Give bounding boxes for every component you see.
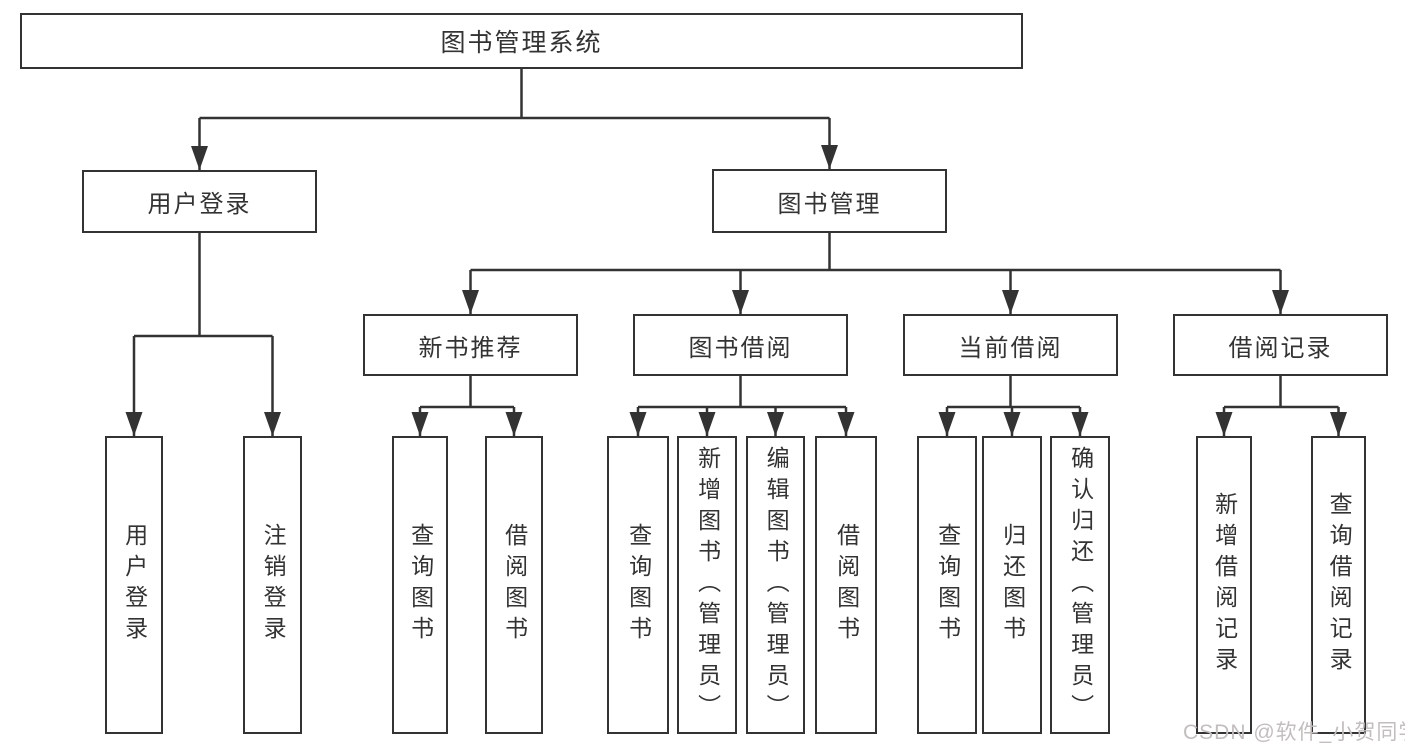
leaf-add-borrow-record-label: 新增借阅记录 bbox=[1211, 492, 1238, 678]
node-current-borrow: 当前借阅 bbox=[903, 314, 1118, 376]
leaf-add-borrow-record: 新增借阅记录 bbox=[1196, 436, 1252, 734]
leaf-confirm-return-admin-label: 确认归还（管理员） bbox=[1067, 445, 1094, 725]
leaf-user-login: 用户登录 bbox=[105, 436, 163, 734]
leaf-query-borrow-record-label: 查询借阅记录 bbox=[1326, 492, 1353, 678]
node-root-label: 图书管理系统 bbox=[440, 29, 603, 57]
leaf-borrow-query-books-label: 查询图书 bbox=[625, 523, 652, 647]
node-book-management: 图书管理 bbox=[712, 169, 947, 233]
leaf-newbooks-borrow-books-label: 借阅图书 bbox=[501, 523, 528, 647]
leaf-newbooks-borrow-books: 借阅图书 bbox=[485, 436, 543, 734]
leaf-query-borrow-record: 查询借阅记录 bbox=[1311, 436, 1366, 734]
leaf-logout-label: 注销登录 bbox=[260, 523, 287, 647]
leaf-return-books: 归还图书 bbox=[982, 436, 1042, 734]
node-book-borrow-label: 图书借阅 bbox=[688, 334, 793, 362]
node-new-book-recommend-label: 新书推荐 bbox=[418, 334, 523, 362]
leaf-newbooks-query-books: 查询图书 bbox=[392, 436, 448, 734]
leaf-add-books-admin-label: 新增图书（管理员） bbox=[694, 445, 721, 725]
node-borrow-records-label: 借阅记录 bbox=[1228, 334, 1333, 362]
node-current-borrow-label: 当前借阅 bbox=[958, 334, 1063, 362]
leaf-current-query-books: 查询图书 bbox=[917, 436, 977, 734]
leaf-current-query-books-label: 查询图书 bbox=[934, 523, 961, 647]
leaf-confirm-return-admin: 确认归还（管理员） bbox=[1050, 436, 1110, 734]
node-user-login: 用户登录 bbox=[82, 170, 317, 233]
leaf-borrow-query-books: 查询图书 bbox=[607, 436, 669, 734]
leaf-edit-books-admin: 编辑图书（管理员） bbox=[746, 436, 805, 734]
leaf-add-books-admin: 新增图书（管理员） bbox=[677, 436, 737, 734]
node-book-borrow: 图书借阅 bbox=[633, 314, 848, 376]
leaf-user-login-label: 用户登录 bbox=[121, 523, 148, 647]
leaf-borrow-borrow-books: 借阅图书 bbox=[815, 436, 877, 734]
leaf-logout: 注销登录 bbox=[243, 436, 302, 734]
leaf-edit-books-admin-label: 编辑图书（管理员） bbox=[763, 445, 790, 725]
leaf-return-books-label: 归还图书 bbox=[999, 523, 1026, 647]
node-user-login-label: 用户登录 bbox=[147, 191, 252, 218]
node-book-management-label: 图书管理 bbox=[777, 190, 882, 218]
node-root: 图书管理系统 bbox=[20, 13, 1023, 69]
leaf-borrow-borrow-books-label: 借阅图书 bbox=[833, 523, 860, 647]
node-borrow-records: 借阅记录 bbox=[1173, 314, 1388, 376]
csdn-watermark: CSDN @软件_小贺同学 bbox=[1183, 721, 1405, 744]
leaf-newbooks-query-books-label: 查询图书 bbox=[407, 523, 434, 647]
node-new-book-recommend: 新书推荐 bbox=[363, 314, 578, 376]
